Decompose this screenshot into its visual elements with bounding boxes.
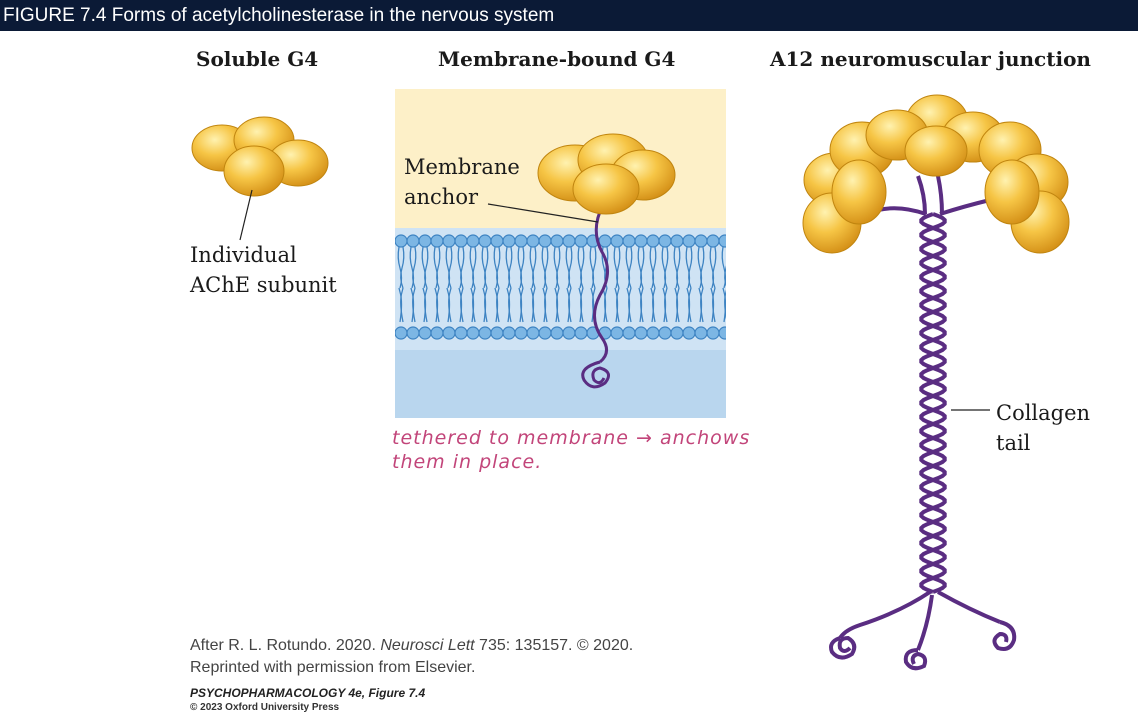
credit-permission: Reprinted with permission from Elsevier. (190, 659, 476, 676)
membrane-bound-g4-title: Membrane-bound G4 (438, 47, 676, 71)
subunit-label-line2: AChE subunit (190, 273, 337, 297)
a12-nmj-title: A12 neuromuscular junction (770, 47, 1091, 71)
collagen-label-line1: Collagen (996, 401, 1091, 425)
soluble-g4-title: Soluble G4 (196, 47, 319, 71)
subunit-label-line1: Individual (190, 243, 297, 267)
book-copyright: © 2023 Oxford University Press (190, 702, 340, 713)
collagen-label-line2: tail (996, 431, 1031, 455)
anchor-coil (581, 360, 611, 389)
membrane-anchor-strand (593, 204, 609, 364)
collagen-tail (829, 175, 1017, 671)
figure-title: FIGURE 7.4 Forms of acetylcholinesterase… (0, 0, 1138, 31)
anchor-label-line2: anchor (404, 185, 479, 209)
membrane-panel (395, 89, 726, 418)
credit-journal: Neurosci Lett (380, 637, 475, 654)
book-title: PSYCHOPHARMACOLOGY 4e, Figure 7.4 (190, 686, 426, 700)
credit-prefix: After R. L. Rotundo. 2020. (190, 637, 381, 654)
source-credit: After R. L. Rotundo. 2020. Neurosci Lett… (190, 635, 633, 679)
handwritten-note-line2: them in place. (392, 451, 543, 473)
credit-suffix: 735: 135157. © 2020. (474, 637, 634, 654)
anchor-label-line1: Membrane (404, 155, 520, 179)
anchor-leader-line (487, 203, 599, 223)
subunit-leader-line (239, 189, 253, 241)
soluble-g4-tetramer (191, 116, 329, 197)
handwritten-note-line1: tethered to membrane → anchows (392, 427, 751, 449)
membrane-bound-tetramer (537, 133, 676, 215)
a12-subunit-clusters (802, 94, 1070, 254)
